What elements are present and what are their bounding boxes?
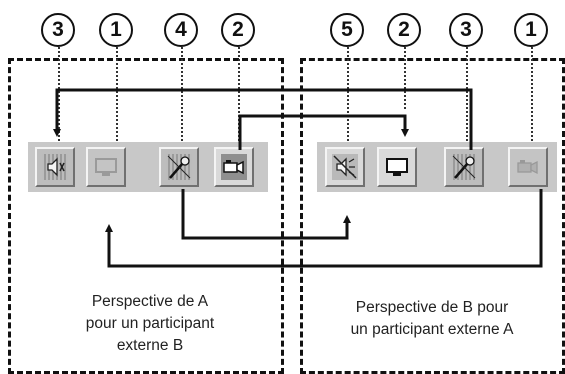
speaker-muted-icon: [42, 154, 68, 180]
camera-button-a[interactable]: [214, 147, 254, 187]
callout-a-camera: 2: [221, 13, 255, 47]
caption-perspective-a: Perspective de A pour un participant ext…: [40, 291, 260, 357]
camera-button-b-disabled[interactable]: [508, 147, 548, 187]
camera-icon: [221, 154, 247, 180]
leader-a-speaker: [58, 47, 60, 145]
callout-a-microphone: 4: [164, 13, 198, 47]
leader-b-speaker: [347, 47, 349, 145]
microphone-muted-icon: [451, 154, 477, 180]
callout-b-speaker: 5: [330, 13, 364, 47]
screen-button-b[interactable]: [377, 147, 417, 187]
caption-perspective-b: Perspective de B pour un participant ext…: [312, 297, 552, 341]
arrow-a-mic-to-b-speaker: [181, 189, 351, 240]
camera-icon: [517, 160, 538, 175]
microphone-muted-button-a[interactable]: [159, 147, 199, 187]
caption-a-line-2: pour un participant: [85, 315, 215, 332]
screen-button-a-disabled[interactable]: [86, 147, 126, 187]
callout-b-camera: 1: [514, 13, 548, 47]
microphone-muted-button-b[interactable]: [444, 147, 484, 187]
arrow-a-camera-to-b-screen: [238, 114, 409, 150]
caption-a-line-3: externe B: [116, 337, 184, 354]
speaker-off-icon: [332, 154, 358, 180]
leader-b-screen: [404, 47, 406, 109]
leader-b-microphone: [466, 47, 468, 145]
callout-b-screen: 2: [387, 13, 421, 47]
arrow-b-mic-to-a-speaker: [53, 88, 473, 150]
panel-perspective-b: [300, 58, 565, 374]
leader-a-microphone: [181, 47, 183, 145]
caption-b-line-1: Perspective de B pour: [355, 299, 509, 316]
callout-b-microphone: 3: [449, 13, 483, 47]
callout-a-screen: 1: [99, 13, 133, 47]
speaker-off-button-b[interactable]: [325, 147, 365, 187]
callout-a-speaker: 3: [41, 13, 75, 47]
leader-a-screen: [116, 47, 118, 145]
speaker-muted-button-a[interactable]: [35, 147, 75, 187]
leader-a-camera: [238, 47, 240, 145]
monitor-icon: [95, 158, 117, 176]
caption-a-line-1: Perspective de A: [91, 293, 209, 310]
panel-perspective-a: [8, 58, 284, 374]
caption-b-line-2: un participant externe A: [350, 321, 514, 338]
microphone-muted-icon: [166, 154, 192, 180]
leader-b-camera: [531, 47, 533, 145]
arrow-b-camera-to-a-screen: [105, 189, 543, 268]
monitor-icon: [386, 158, 408, 176]
